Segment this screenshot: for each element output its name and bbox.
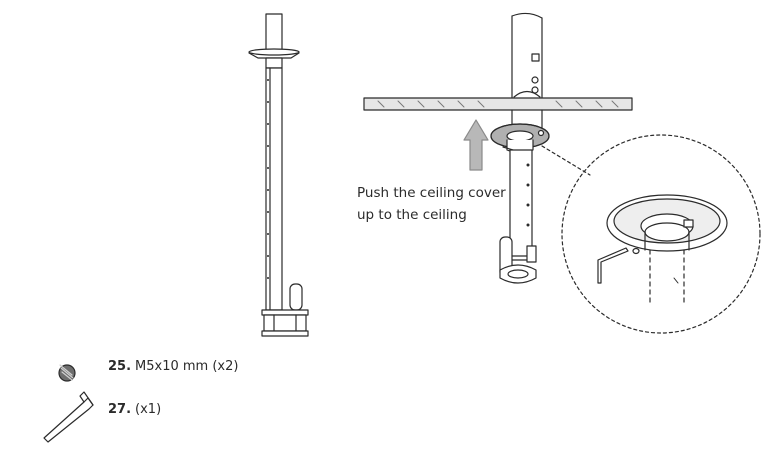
detail-callout (561, 134, 761, 334)
part-number: 27. (108, 402, 132, 417)
hex-key-icon (43, 391, 94, 443)
extension-pole-drawing (248, 13, 309, 337)
ceiling-mount-drawing (363, 12, 633, 284)
part-number: 25. (108, 359, 132, 374)
set-screw-icon (58, 364, 76, 382)
instruction-line-2: up to the ceiling (357, 207, 467, 223)
part-spec: (x1) (135, 402, 162, 417)
instruction-line-1: Push the ceiling cover (357, 185, 506, 201)
part-item-27: 27.(x1) (108, 402, 161, 417)
part-spec: M5x10 mm (x2) (135, 359, 239, 374)
instruction-caption: Push the ceiling cover up to the ceiling (357, 182, 506, 226)
part-item-25: 25.M5x10 mm (x2) (108, 359, 238, 374)
